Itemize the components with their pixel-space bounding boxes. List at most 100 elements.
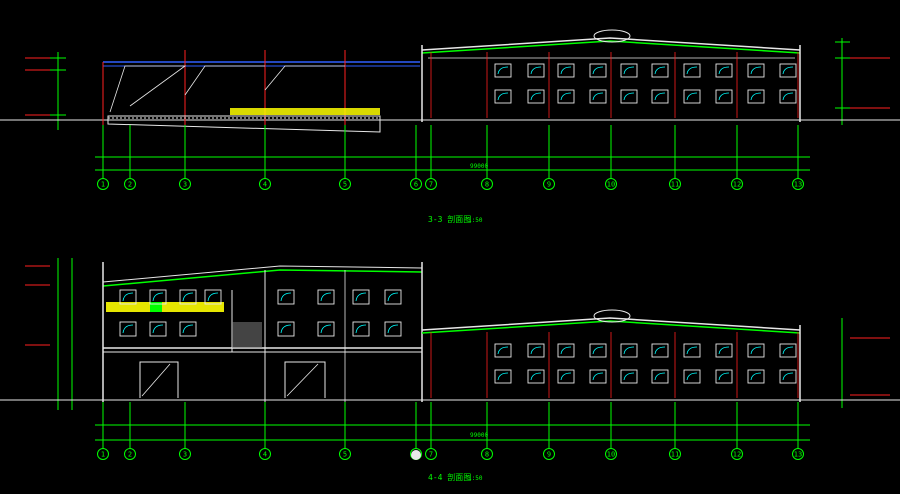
window	[119, 289, 137, 305]
lower-main-hall	[421, 309, 801, 402]
window	[620, 89, 638, 104]
window	[715, 63, 733, 78]
grid-axis-bubble	[124, 178, 136, 190]
grid-axis-bubble	[669, 178, 681, 190]
window	[557, 369, 575, 384]
window	[149, 321, 167, 337]
lower-dimension-lines	[95, 424, 810, 441]
grid-axis-label: 7	[429, 451, 433, 459]
grid-axis-bubble	[259, 178, 271, 190]
window	[715, 89, 733, 104]
window	[527, 89, 545, 104]
lower-section-scale: 1:50	[468, 475, 483, 482]
grid-axis-bubble	[605, 448, 617, 460]
window	[589, 369, 607, 384]
grid-axis-bubble	[731, 448, 743, 460]
window	[779, 89, 797, 104]
grid-axis-label: 3	[183, 451, 187, 459]
grid-axis-label: 13	[794, 181, 802, 189]
grid-axis-bubble	[179, 448, 191, 460]
window	[527, 343, 545, 358]
window	[651, 343, 669, 358]
window	[779, 369, 797, 384]
grid-axis-label: 9	[547, 451, 551, 459]
grid-axis-label: 11	[671, 181, 679, 189]
grid-axis-label: 4	[263, 451, 267, 459]
grid-axis-bubble	[124, 448, 136, 460]
grid-axis-bubble	[543, 178, 555, 190]
grid-axis-bubble	[410, 178, 422, 190]
grid-axis-bubble	[792, 448, 804, 460]
grid-axis-bubble	[179, 178, 191, 190]
grid-axis-bubble	[425, 448, 437, 460]
window	[589, 63, 607, 78]
window	[204, 289, 222, 305]
window	[527, 63, 545, 78]
grid-axis-bubble	[605, 178, 617, 190]
window	[557, 343, 575, 358]
grid-axis-bubble	[97, 448, 109, 460]
grid-axis-bubble	[339, 448, 351, 460]
window	[651, 89, 669, 104]
lower-section-title: 4-4 剖面图	[428, 472, 471, 482]
window	[620, 343, 638, 358]
grid-axis-label: 12	[733, 451, 741, 459]
window	[779, 343, 797, 358]
window	[527, 369, 545, 384]
window	[683, 369, 701, 384]
grid-axis-label: 3	[183, 181, 187, 189]
window	[494, 343, 512, 358]
window	[651, 63, 669, 78]
window	[620, 369, 638, 384]
window	[683, 343, 701, 358]
grid-axis-label: 9	[547, 181, 551, 189]
grid-axis-label: 6	[414, 181, 418, 189]
grid-axis-bubble	[543, 448, 555, 460]
window	[277, 289, 295, 305]
upper-main-hall	[421, 29, 801, 122]
window	[747, 343, 765, 358]
grid-axis-bubble	[731, 178, 743, 190]
grid-axis-label: 4	[263, 181, 267, 189]
window	[683, 89, 701, 104]
lower-total-dimension: 99000	[470, 432, 488, 439]
window	[494, 369, 512, 384]
grid-axis-bubble	[481, 178, 493, 190]
window	[179, 321, 197, 337]
grid-axis-label: 5	[343, 451, 347, 459]
grid-axis-label: 2	[128, 181, 132, 189]
grid-axis-bubble	[669, 448, 681, 460]
window	[149, 289, 167, 305]
lower-left-block	[102, 262, 423, 402]
grid-axis-label: 8	[485, 181, 489, 189]
window	[589, 89, 607, 104]
window	[651, 369, 669, 384]
window	[494, 89, 512, 104]
grid-axis-label: 2	[128, 451, 132, 459]
window	[384, 289, 402, 305]
window	[352, 321, 370, 337]
window	[589, 343, 607, 358]
lower-right-level-scale	[841, 318, 890, 408]
grid-axis-bubble	[481, 448, 493, 460]
window	[317, 321, 335, 337]
grid-axis-label: 12	[733, 181, 741, 189]
window	[179, 289, 197, 305]
grid-axis-label: 1	[101, 451, 105, 459]
grid-axis-bubble	[339, 178, 351, 190]
grid-axis-label: 1	[101, 181, 105, 189]
cursor-marker	[411, 450, 421, 460]
window	[715, 343, 733, 358]
window	[779, 63, 797, 78]
window	[747, 63, 765, 78]
window	[352, 289, 370, 305]
window	[715, 369, 733, 384]
window	[557, 89, 575, 104]
upper-total-dimension: 99000	[470, 163, 488, 170]
window	[494, 63, 512, 78]
